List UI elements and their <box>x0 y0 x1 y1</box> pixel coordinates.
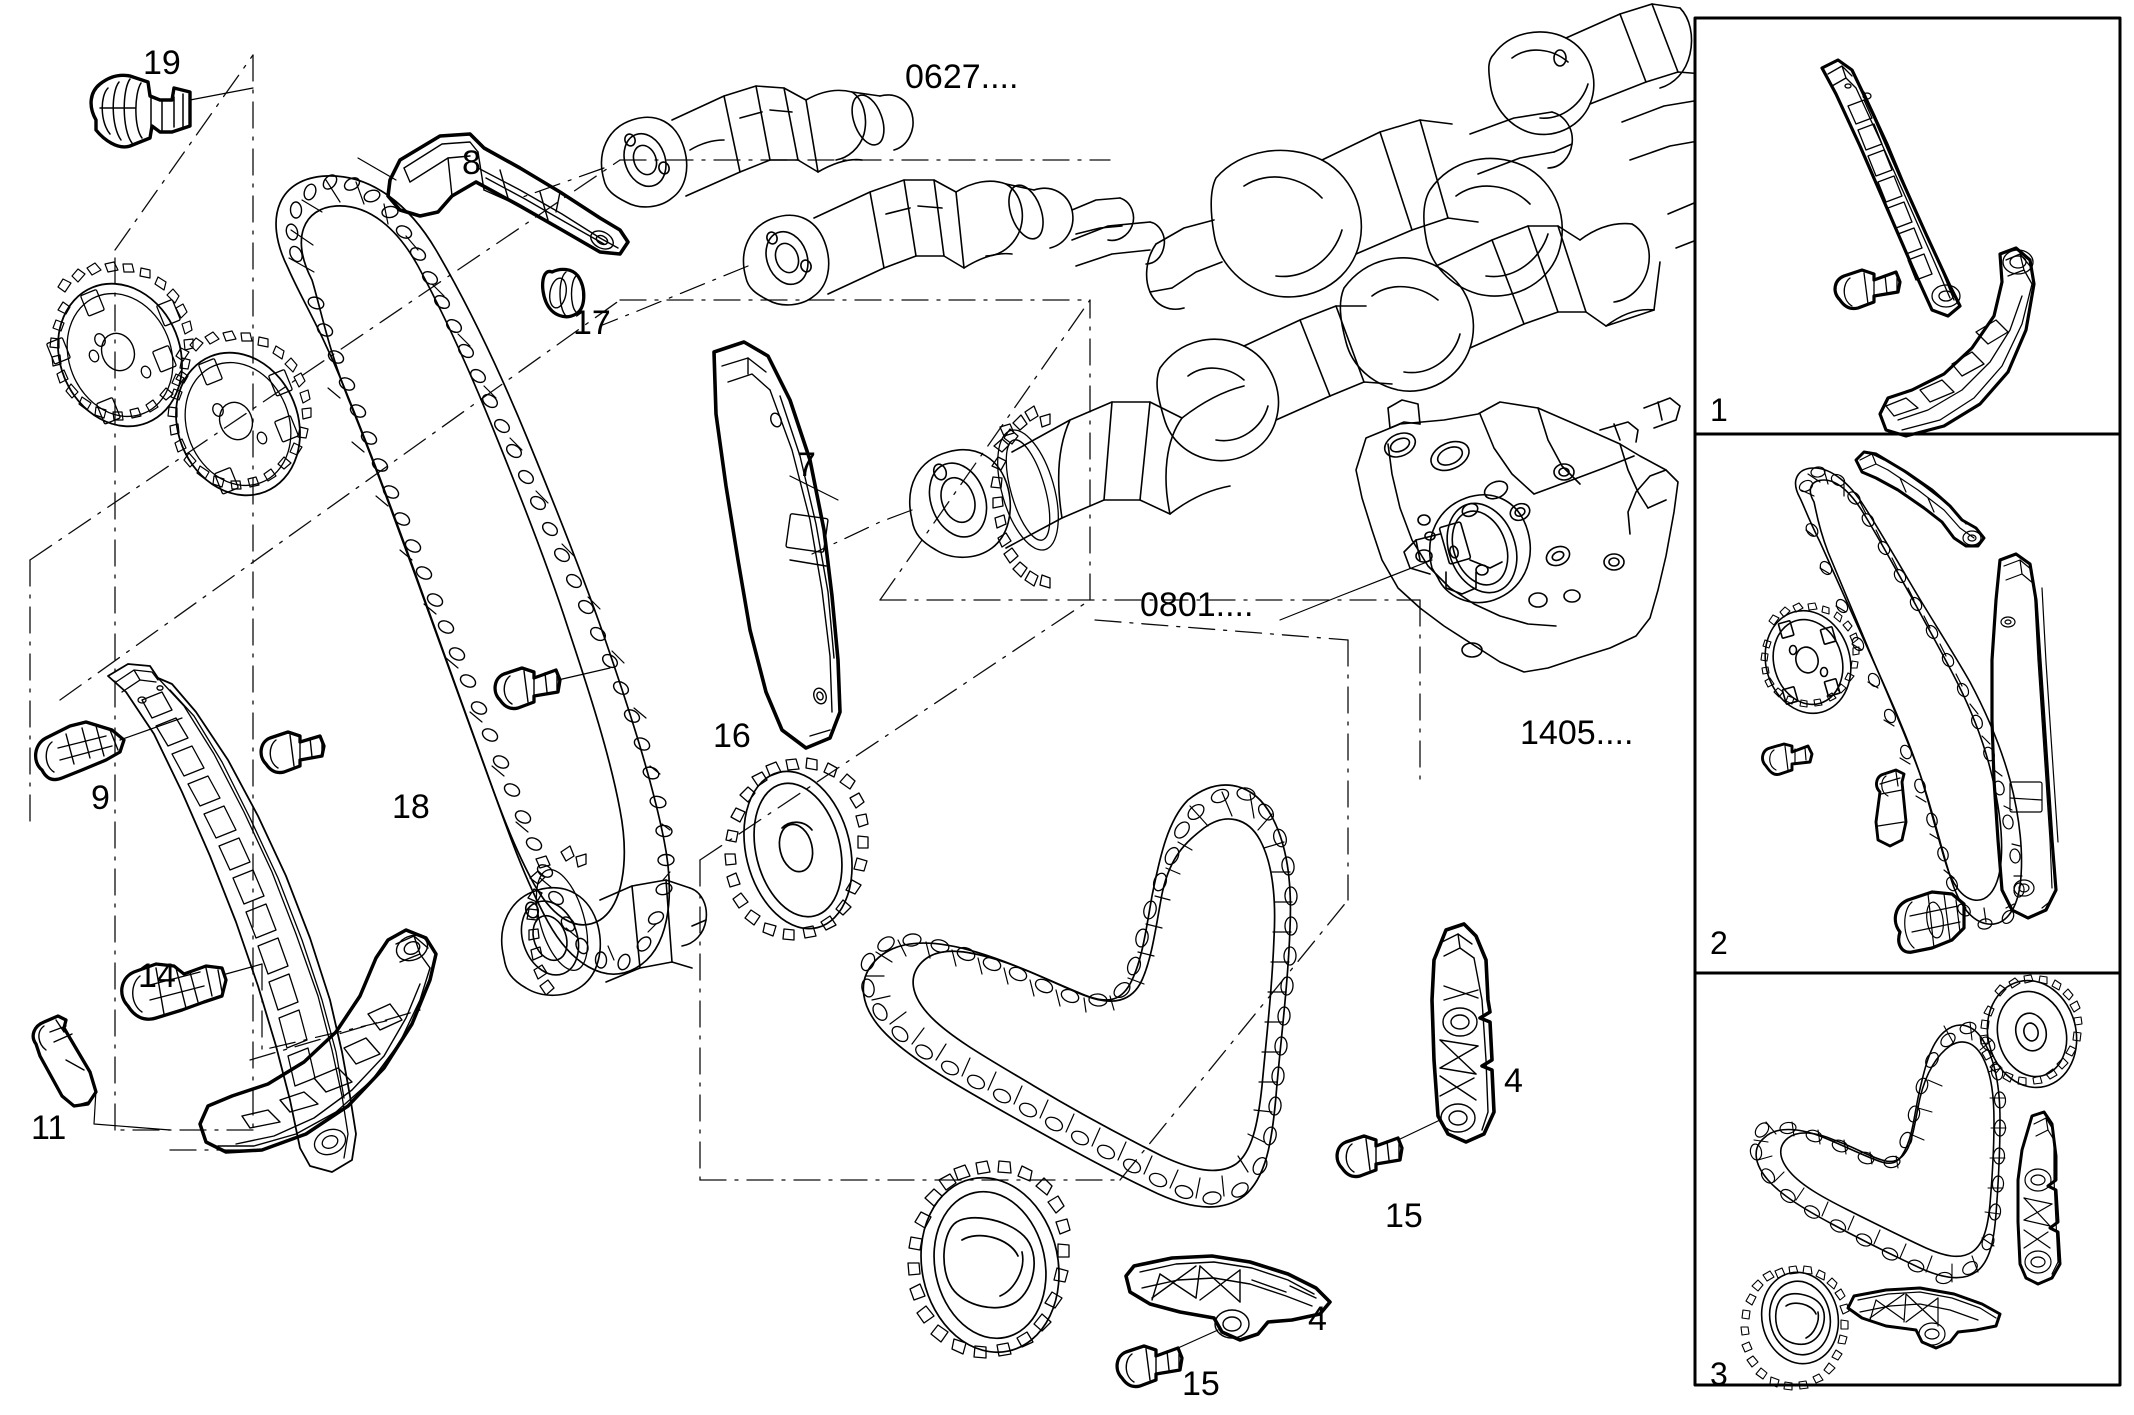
inset-3-pump-sprocket <box>1979 974 2083 1089</box>
callout-15-bottom: 15 <box>1182 1365 1220 1403</box>
part-16-bolt <box>493 666 562 711</box>
leader-15-bottom <box>1177 1329 1219 1349</box>
crankshaft-axis <box>811 509 913 555</box>
part-7-detail <box>721 357 835 737</box>
leader-11 <box>93 1089 171 1131</box>
leader-fuel-pump <box>1279 559 1433 621</box>
pump-drive-sprocket <box>724 757 869 941</box>
part-15-bolt-right-detail <box>1345 1138 1400 1173</box>
leader-15-right <box>1397 1119 1441 1141</box>
callout-4-right: 4 <box>1504 1062 1523 1100</box>
part-4-tensioner-rail-bottom <box>1124 1254 1332 1342</box>
inset-3-crank-sprocket <box>1740 1265 1850 1391</box>
inset-2-chain-tensioner <box>1893 890 1966 954</box>
camshaft-2-axis <box>599 265 749 327</box>
inset-2-guide-rail <box>1990 552 2058 920</box>
high-pressure-fuel-pump <box>1355 397 1681 673</box>
callout-14: 14 <box>138 957 176 995</box>
inset-3-guide-rail <box>2016 1110 2062 1286</box>
construction-lines <box>29 54 1421 1181</box>
part-15-bolt-bottom-detail <box>1125 1348 1180 1383</box>
inset-2-content <box>1760 450 2059 954</box>
pump-sprocket-teeth <box>724 757 869 941</box>
part-18-detail <box>269 734 323 769</box>
assembly-code-camshafts: 0627.... <box>905 58 1019 96</box>
inset-label-2: 2 <box>1710 925 1728 961</box>
assembly-code-fuel-pump: 1405.... <box>1520 714 1634 752</box>
leader-7 <box>789 475 839 501</box>
callout-19: 19 <box>143 44 181 82</box>
sprocket-teeth-2 <box>167 330 312 490</box>
crankshaft <box>908 3 1718 589</box>
part-4-guide-rail-right-detail <box>1439 933 1489 1133</box>
inset-2-sprocket <box>1760 602 1860 715</box>
inset-boxes <box>1693 16 2122 1387</box>
inset-label-3: 3 <box>1710 1356 1728 1392</box>
inset-3-tensioner-rail <box>1846 1286 2002 1350</box>
part-7-guide-rail <box>712 340 842 750</box>
part-16-detail <box>503 670 558 705</box>
crankshaft-sprocket-lower <box>907 1160 1071 1359</box>
part-8-tensioner-rail <box>386 132 630 256</box>
sprocket-teeth-1 <box>49 261 194 421</box>
callout-16: 16 <box>713 717 751 755</box>
camshaft-sprocket-1 <box>46 261 194 428</box>
camshaft-2 <box>742 179 1135 306</box>
part-17-bushing <box>540 267 586 319</box>
callout-11: 11 <box>31 1109 67 1147</box>
camshaft-sprocket-lower <box>500 845 708 997</box>
part-11-stud-bolt <box>31 1014 98 1108</box>
part-11-detail <box>38 1019 89 1107</box>
part-15-bolt-bottom <box>1115 1344 1184 1389</box>
assembly-code-crankshaft: 0801.... <box>1140 586 1254 624</box>
camshaft-sprocket-2 <box>167 330 312 497</box>
crank-sprocket-teeth <box>907 1160 1071 1359</box>
leader-16 <box>557 667 611 681</box>
callout-17: 17 <box>573 304 611 342</box>
part-8-detail <box>403 141 619 250</box>
camshaft-1-axis <box>519 167 605 199</box>
callout-15-right: 15 <box>1385 1197 1423 1235</box>
lower-chain-links <box>860 787 1298 1205</box>
camshaft-1 <box>600 85 914 208</box>
inset-1-content <box>1820 58 2036 438</box>
long-guide-rail <box>107 663 357 1173</box>
part-14-shoulder-bolt <box>120 962 228 1021</box>
inset-label-1: 1 <box>1710 392 1728 428</box>
curved-tensioner-rail-detail <box>217 934 431 1147</box>
callout-4-bottom: 4 <box>1308 1300 1327 1338</box>
part-19-detail <box>99 78 191 144</box>
part-15-bolt-right <box>1335 1134 1404 1179</box>
chain-link-detail <box>285 174 675 971</box>
callout-8: 8 <box>462 144 481 182</box>
curved-tensioner-rail <box>198 928 438 1154</box>
part-4-tensioner-rail-bottom-detail <box>1139 1261 1317 1339</box>
part-17-detail <box>549 271 577 317</box>
leader-14 <box>225 963 263 975</box>
upper-timing-chain <box>275 175 671 975</box>
crank-drive-sprocket <box>990 405 1059 589</box>
callout-7: 7 <box>797 446 816 484</box>
lower-timing-chain <box>860 784 1298 1208</box>
callout-9: 9 <box>91 779 110 817</box>
inset-3-content <box>1740 974 2083 1391</box>
part-9-detail <box>45 725 119 773</box>
leader-8 <box>357 157 397 181</box>
part-14-detail <box>132 967 223 1015</box>
part-19-sealing-bolt <box>89 73 192 149</box>
callout-18: 18 <box>392 788 430 826</box>
part-9-tensioner-plunger <box>34 720 126 782</box>
leader-19 <box>189 87 254 101</box>
